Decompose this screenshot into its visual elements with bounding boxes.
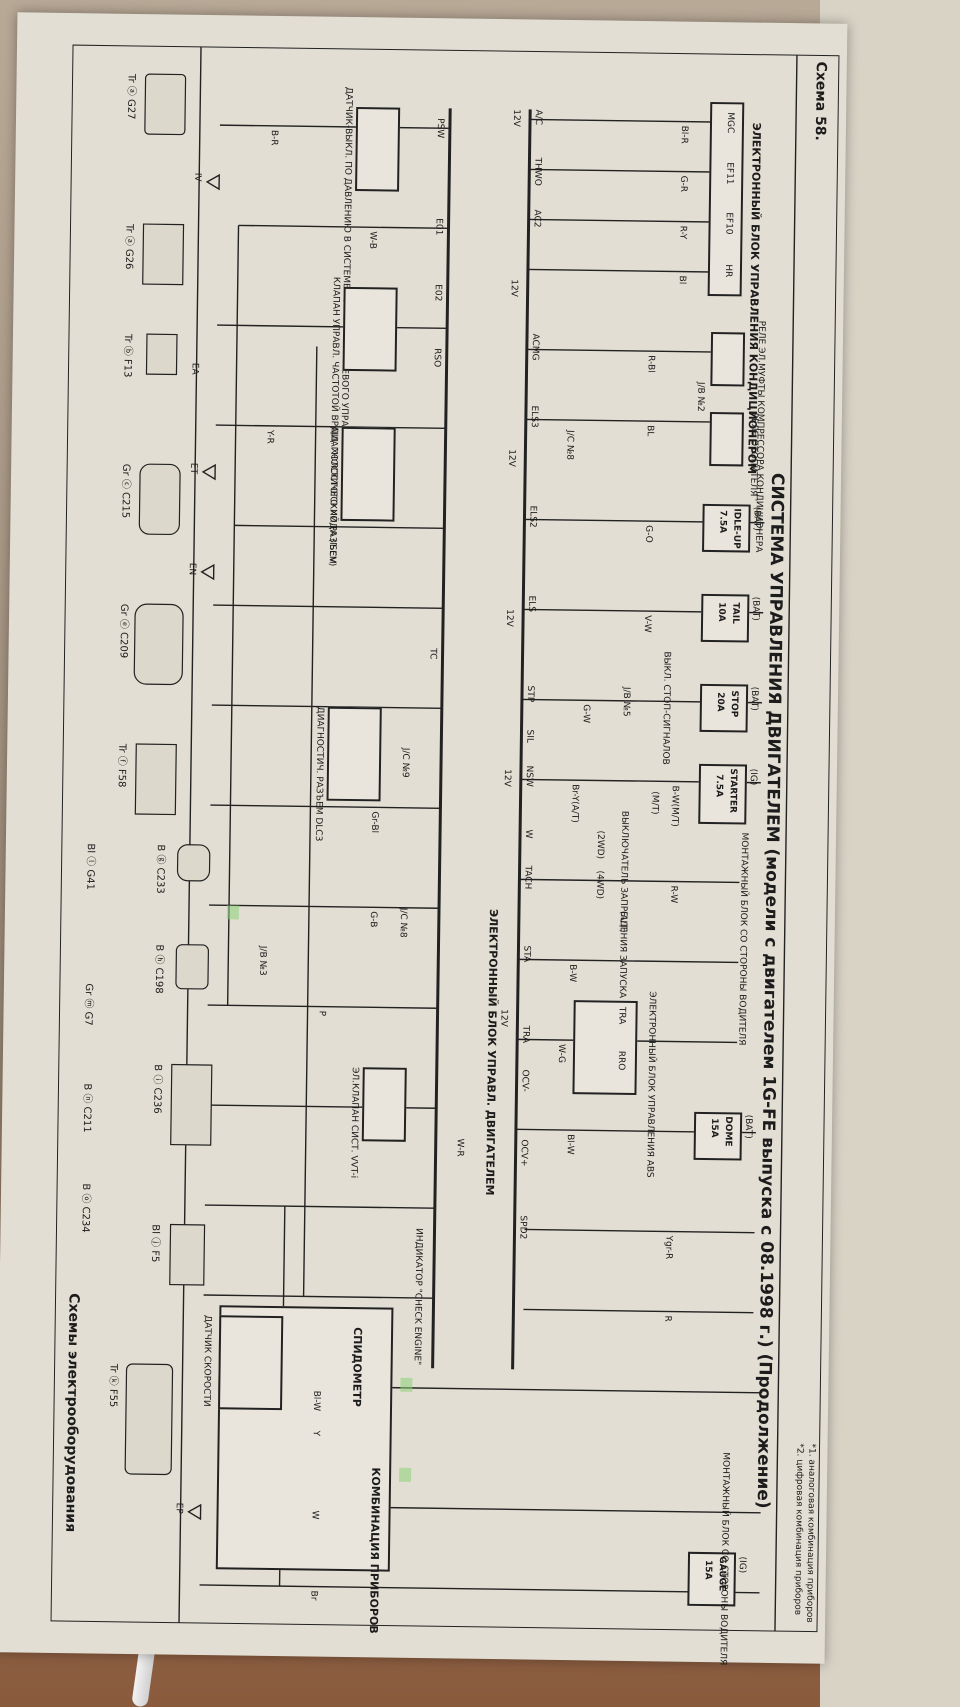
manual-page: Схема 58. СИСТЕМА УПРАВЛЕНИЯ ДВИГАТЕЛЕМ … bbox=[0, 12, 848, 1665]
diagram-lines bbox=[50, 44, 840, 1633]
connector-pictograms bbox=[124, 73, 213, 1476]
wiring-diagram: Схема 58. СИСТЕМА УПРАВЛЕНИЯ ДВИГАТЕЛЕМ … bbox=[49, 43, 841, 1665]
